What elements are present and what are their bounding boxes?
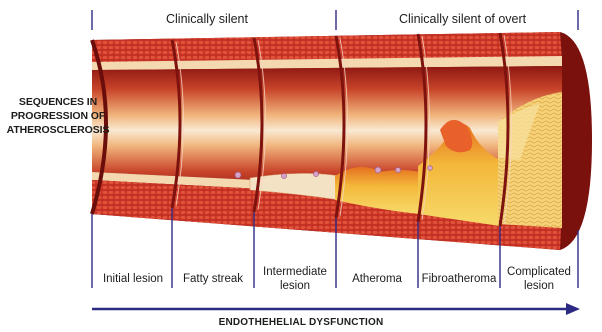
phase-label-silent: Clinically silent	[166, 12, 248, 26]
progression-arrow	[92, 303, 580, 315]
stage-label-fatty-streak: Fatty streak	[174, 272, 252, 286]
stage-label-atheroma: Atheroma	[338, 272, 416, 286]
stage-label-intermediate-lesion: Intermediate lesion	[254, 265, 336, 293]
stage-label-complicated-lesion: Complicated lesion	[500, 265, 578, 293]
endothelial-dysfunction-label: ENDOTHEHELIAL DYSFUNCTION	[0, 317, 602, 328]
sequence-title: SEQUENCES IN PROGRESSION OF ATHEROSCLERO…	[2, 95, 114, 137]
stage-label-fibroatheroma: Fibroatheroma	[416, 272, 502, 286]
phase-label-overt: Clinically silent of overt	[399, 12, 526, 26]
stage-label-initial-lesion: Initial lesion	[94, 272, 172, 286]
